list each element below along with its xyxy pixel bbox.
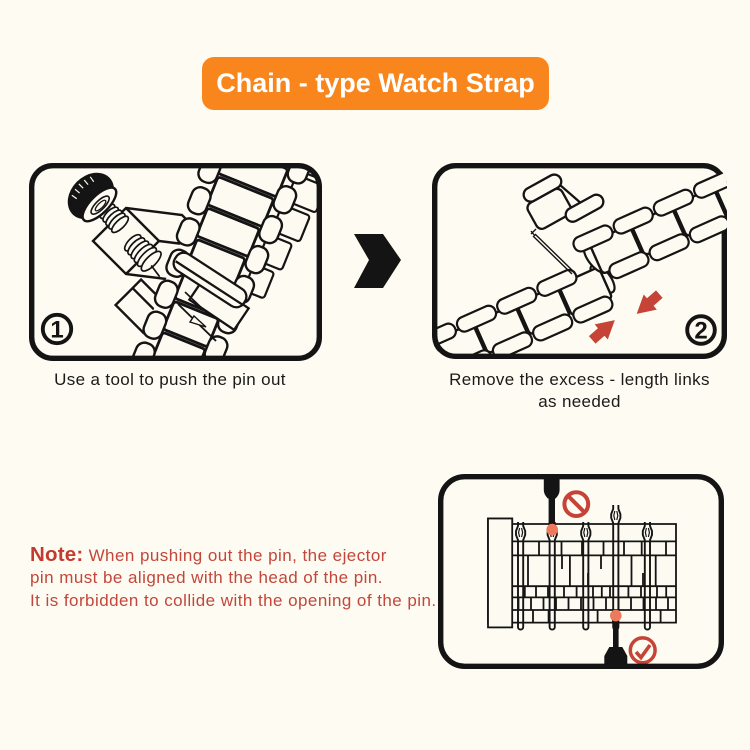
svg-text:2: 2 — [694, 318, 707, 345]
svg-text:1: 1 — [50, 317, 63, 344]
